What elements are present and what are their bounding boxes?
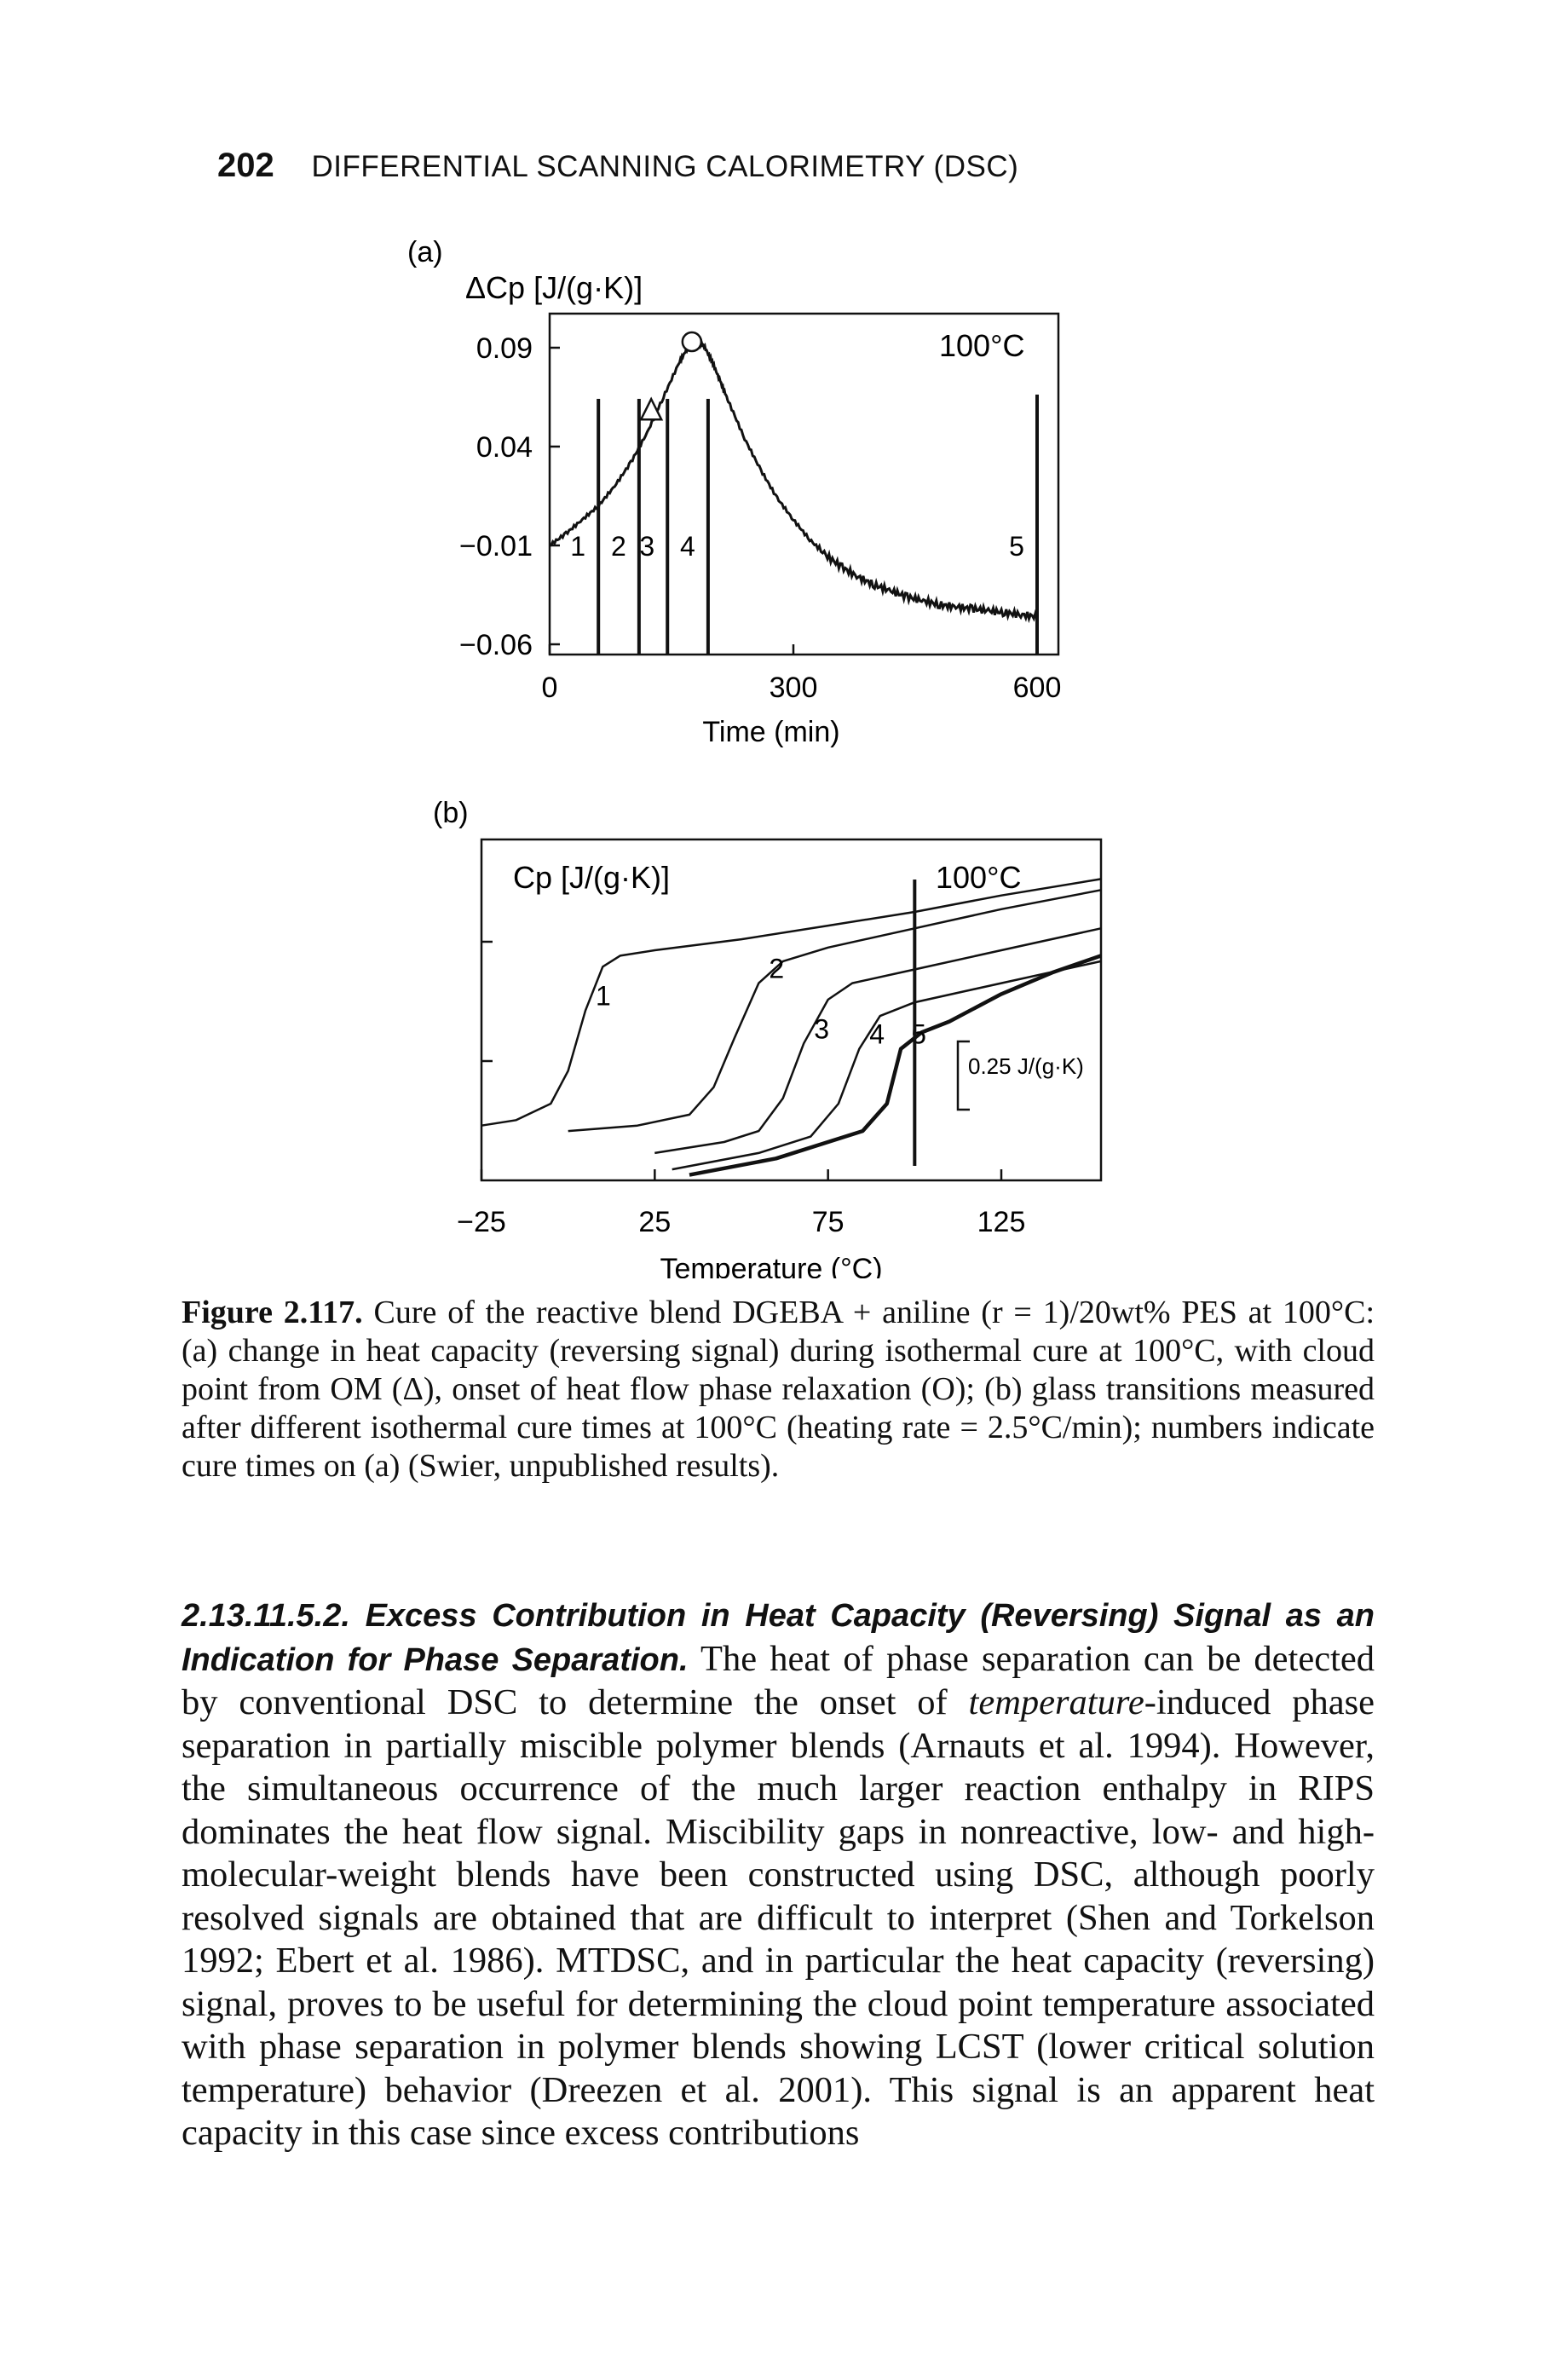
cp-curve-label: 3 bbox=[814, 1013, 829, 1044]
panel-a-x-tick-label: 600 bbox=[1013, 672, 1062, 704]
section-body: 2.13.11.5.2. Excess Contribution in Heat… bbox=[182, 1594, 1375, 2155]
panel-b-x-tick-label: 25 bbox=[638, 1206, 671, 1238]
panel-a: (a) ΔCp [J/(g·K)] 100°C 0.09 0.04 −0.01 −0.… bbox=[407, 236, 1061, 748]
scale-bar: 0.25 J/(g·K) bbox=[956, 1040, 1084, 1111]
cp-curve-label: 2 bbox=[769, 954, 784, 984]
figure-caption-text: Cure of the reactive blend DGEBA + anili… bbox=[182, 1295, 1375, 1484]
panel-a-xlabel: Time (min) bbox=[702, 716, 839, 748]
panel-a-label: (a) bbox=[407, 236, 443, 268]
panel-b-ylabel: Cp [J/(g·K)] bbox=[513, 860, 670, 895]
figure-caption: Figure 2.117. Cure of the reactive blend… bbox=[182, 1294, 1375, 1485]
panel-a-annotation: 100°C bbox=[939, 328, 1024, 363]
panel-a-curve bbox=[549, 336, 1039, 624]
running-title: DIFFERENTIAL SCANNING CALORIMETRY (DSC) bbox=[311, 150, 1019, 183]
panel-b-x-tick-label: 75 bbox=[812, 1206, 845, 1238]
cp-curve-3 bbox=[654, 927, 1102, 1155]
cp-curve-label: 4 bbox=[869, 1019, 885, 1050]
panel-a-ylabel: ΔCp [J/(g·K)] bbox=[465, 270, 643, 305]
section-text-1: The heat of phase separation can be dete… bbox=[182, 1638, 1375, 1723]
panel-a-y-tick-label: −0.01 bbox=[459, 530, 533, 562]
section-text-2: -induced phase separation in partially m… bbox=[182, 1682, 1375, 2153]
panel-b-x-ticks: −25 25 75 125 bbox=[457, 1169, 1025, 1238]
cp-curve-2 bbox=[568, 889, 1102, 1133]
panel-b-frame bbox=[480, 838, 1103, 1182]
panel-a-x-tick-label: 0 bbox=[542, 672, 558, 704]
panel-b-x-tick-label: 125 bbox=[977, 1206, 1026, 1238]
cp-curve-4 bbox=[672, 960, 1102, 1171]
panel-a-frame bbox=[548, 312, 1060, 656]
panel-b-curves bbox=[481, 878, 1102, 1177]
cp-curve-1 bbox=[481, 878, 1102, 1127]
panel-a-y-ticks: 0.09 0.04 −0.01 −0.06 bbox=[459, 332, 560, 661]
panel-b-x-tick-label: −25 bbox=[457, 1206, 506, 1238]
figure-caption-label: Figure 2.117. bbox=[182, 1295, 363, 1330]
cure-marker-label: 5 bbox=[1009, 531, 1024, 562]
page-header: 202 DIFFERENTIAL SCANNING CALORIMETRY (D… bbox=[217, 147, 1018, 185]
panel-a-x-ticks: 0 300 600 bbox=[542, 644, 1062, 704]
cure-marker-label: 4 bbox=[680, 531, 695, 562]
panel-a-y-tick-label: 0.04 bbox=[476, 431, 533, 464]
panel-b-left-ticks bbox=[481, 940, 493, 1063]
relaxation-onset-marker bbox=[681, 331, 703, 353]
section-text-italic: temperature bbox=[968, 1682, 1144, 1722]
panel-a-x-tick-label: 300 bbox=[770, 672, 818, 704]
cure-marker-label: 2 bbox=[611, 531, 626, 562]
panel-b-label: (b) bbox=[433, 797, 469, 829]
section-heading: 2.13.11.5.2. Excess Contribution in Heat… bbox=[182, 1598, 1375, 1678]
figure-2-117: (a) ΔCp [J/(g·K)] 100°C 0.09 0.04 −0.01 −0.… bbox=[407, 236, 1103, 1278]
panel-a-y-tick-label: 0.09 bbox=[476, 332, 533, 365]
panel-b-annotation: 100°C bbox=[936, 860, 1021, 895]
cure-marker-label: 1 bbox=[570, 531, 585, 562]
page-number: 202 bbox=[217, 147, 274, 184]
cure-marker-label: 3 bbox=[639, 531, 654, 562]
cp-curve-5 bbox=[689, 954, 1102, 1177]
scale-bar-label: 0.25 J/(g·K) bbox=[968, 1053, 1084, 1079]
panel-b-xlabel: Temperature (°C) bbox=[660, 1253, 882, 1278]
panel-a-y-tick-label: −0.06 bbox=[459, 629, 533, 661]
cp-curve-label: 1 bbox=[596, 981, 611, 1012]
cloud-point-marker bbox=[639, 396, 664, 421]
